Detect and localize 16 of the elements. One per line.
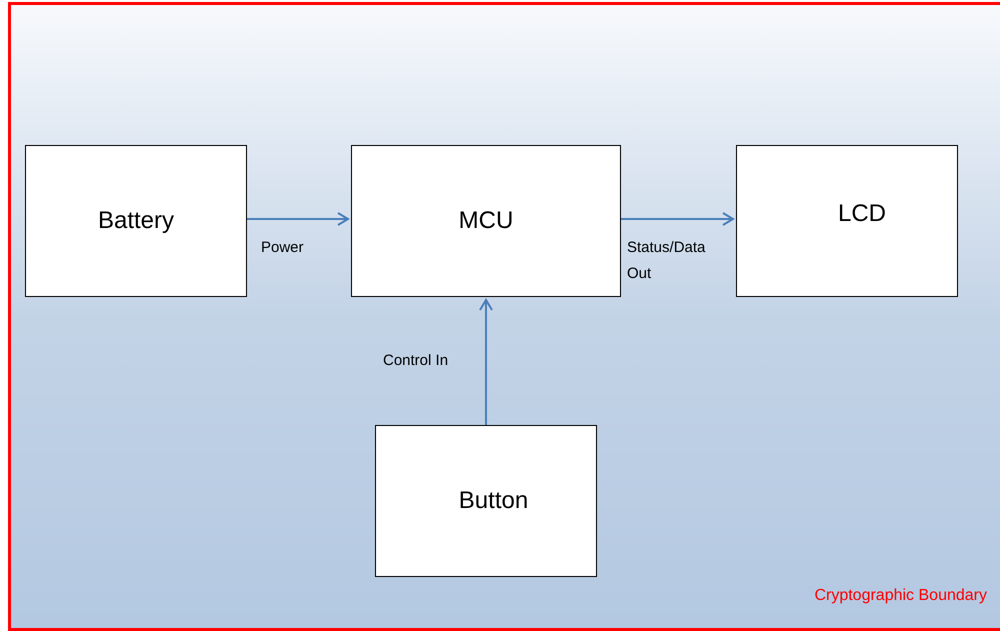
edge-label: Status/Data Out [627, 238, 706, 284]
component-box [736, 145, 958, 297]
box-label: Button [458, 486, 528, 516]
box-label: Battery [98, 206, 174, 236]
boundary-label: Cryptographic Boundary [814, 586, 987, 606]
boundary-frame [8, 2, 1000, 631]
edge-label: Control In [383, 351, 450, 371]
component-box [351, 145, 621, 297]
edge-label: Power [261, 238, 305, 258]
arrow [621, 212, 734, 226]
component-box [25, 145, 247, 297]
box-label: LCD [838, 199, 886, 229]
box-label: MCU [458, 206, 514, 236]
arrow [479, 299, 493, 425]
component-box [375, 425, 597, 577]
arrow [247, 212, 349, 226]
